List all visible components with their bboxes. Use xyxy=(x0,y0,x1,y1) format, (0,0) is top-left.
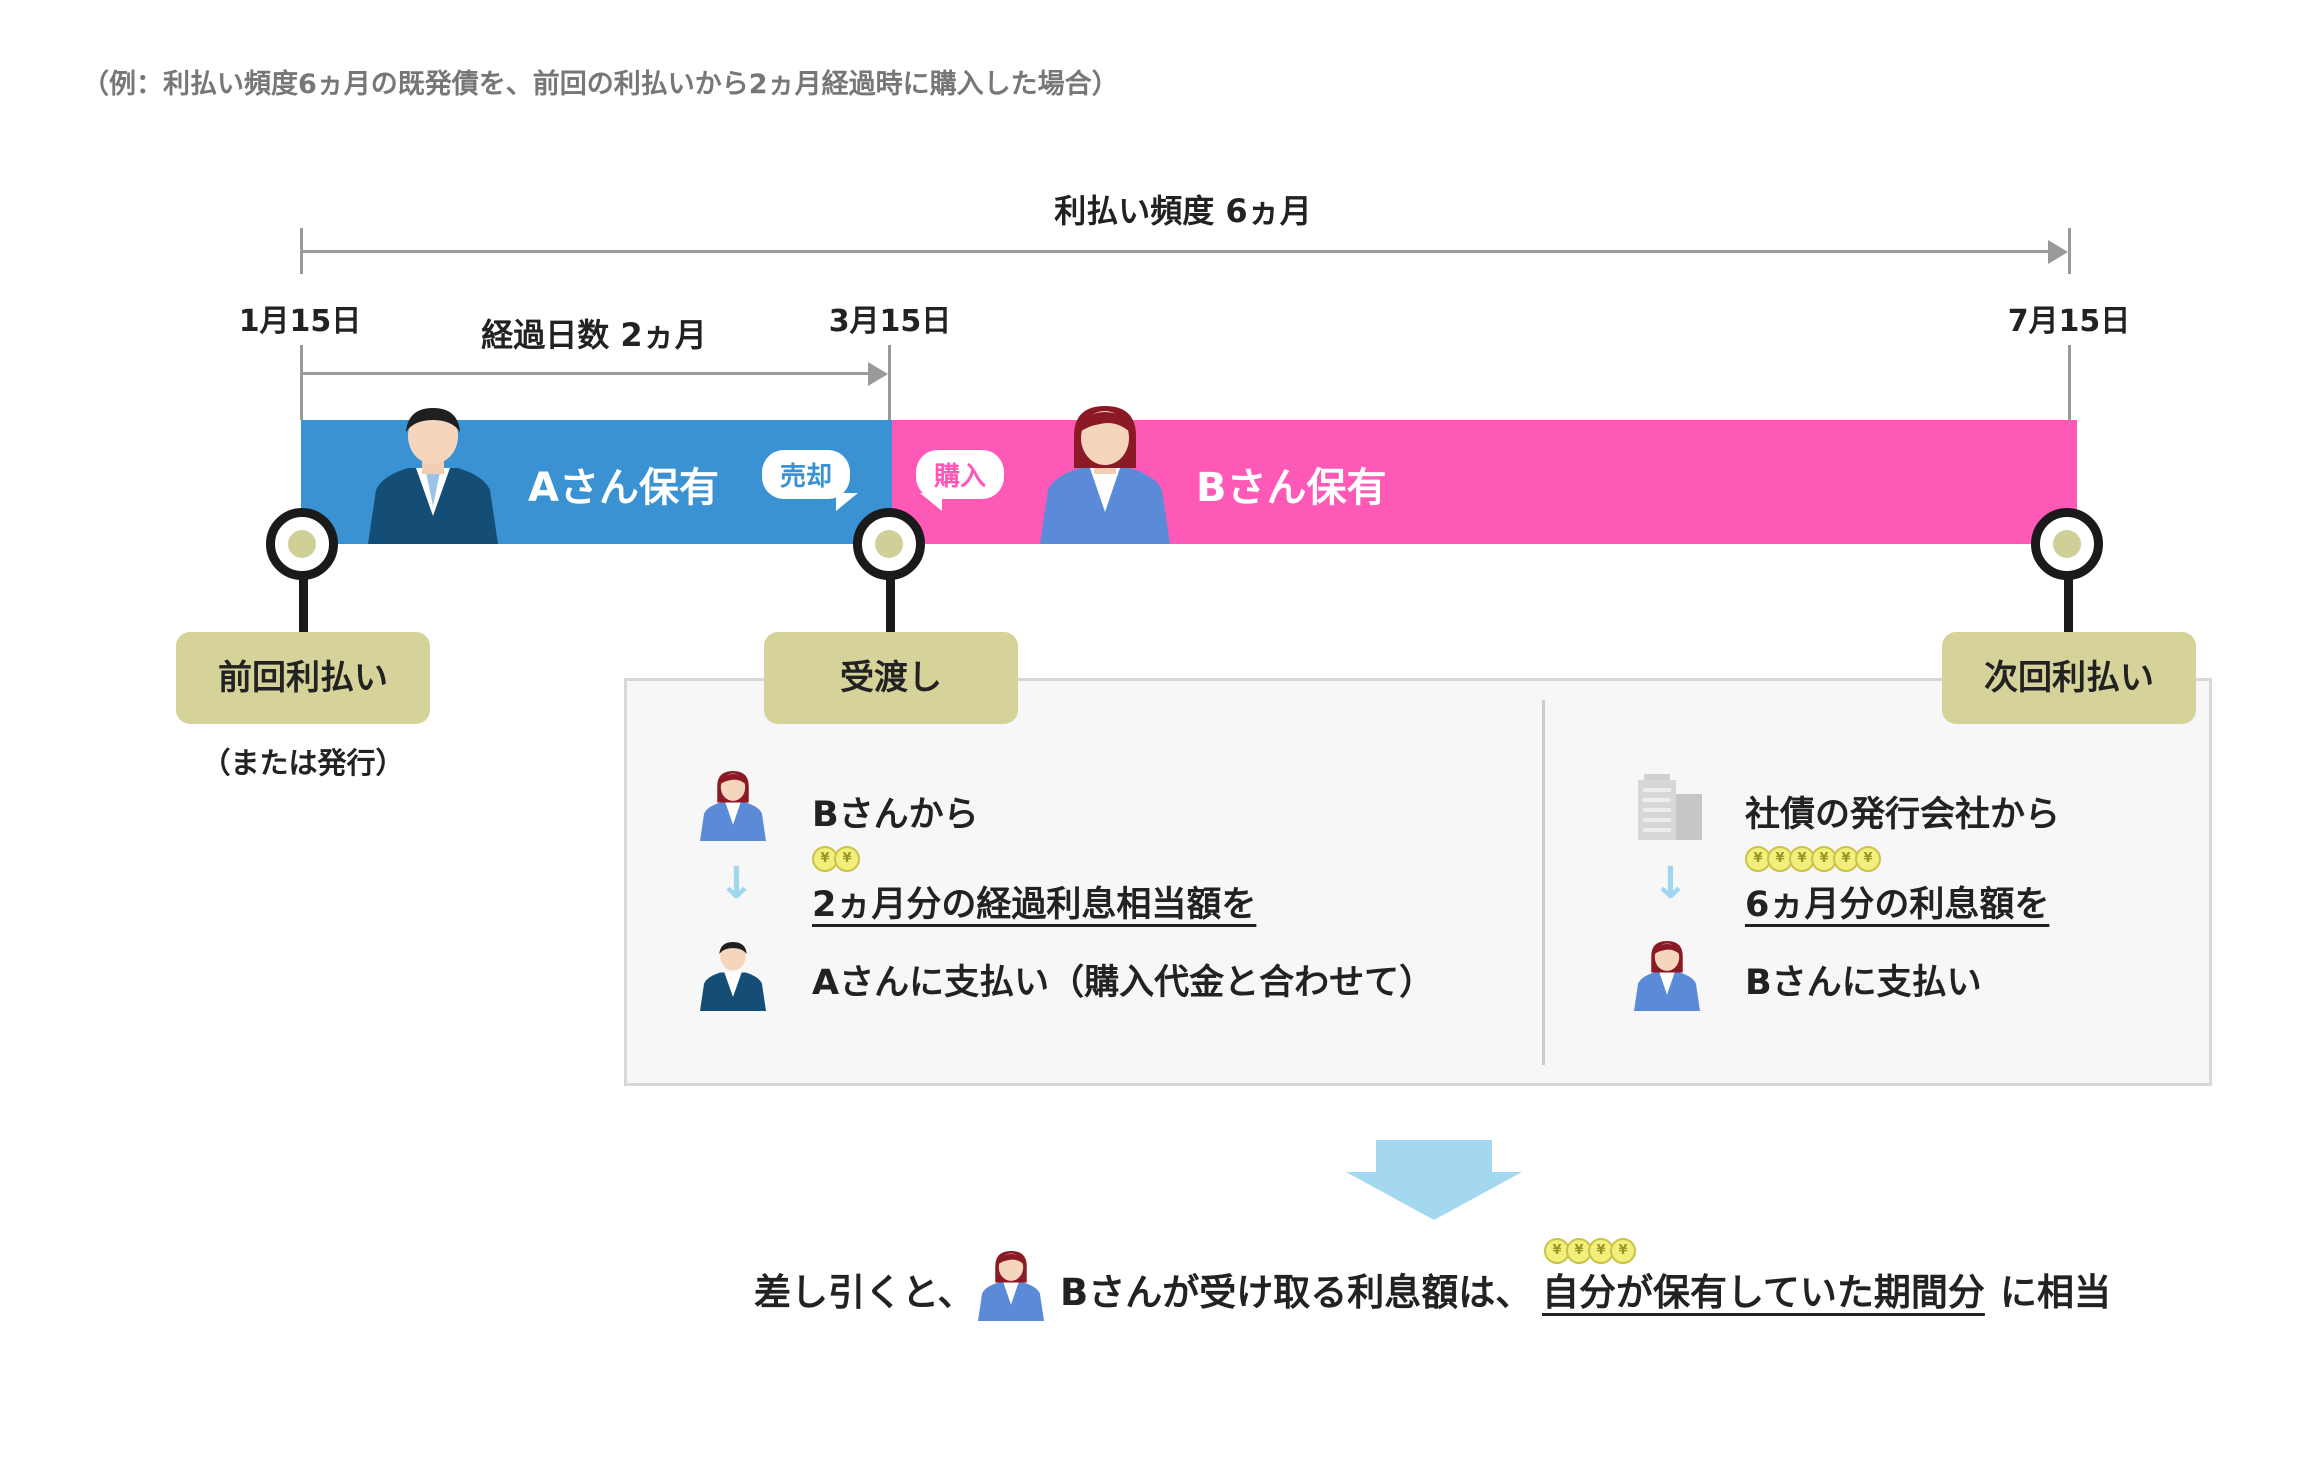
tag-next-payment: 次回利払い xyxy=(1942,632,2196,724)
band-b-label: Bさん保有 xyxy=(1196,465,1387,511)
panel-divider xyxy=(1542,700,1545,1065)
date-label-3: 7月15日 xyxy=(2007,304,2131,339)
coins-left: ¥¥ xyxy=(812,846,860,872)
end-tick-lower xyxy=(2068,345,2071,420)
person-b-icon-small xyxy=(1634,940,1700,1012)
span-end-tick xyxy=(2068,228,2071,274)
conclusion-prefix: 差し引くと、 xyxy=(754,1271,975,1314)
band-a-label: Aさん保有 xyxy=(528,465,719,511)
sub-span-end-tick xyxy=(888,345,891,420)
yen-coin-icon: ¥ xyxy=(812,846,838,872)
tag-prev-note: （または発行） xyxy=(201,746,405,780)
yen-coin-icon: ¥ xyxy=(1745,846,1771,872)
node-stem-1 xyxy=(299,566,308,636)
sub-span-line xyxy=(302,372,870,375)
coins-conclusion: ¥¥¥¥ xyxy=(1544,1238,1636,1264)
result-arrow-icon xyxy=(1346,1140,1522,1220)
tag-transfer: 受渡し xyxy=(764,632,1018,724)
left-amount-text: 2ヵ月分の経過利息相当額を xyxy=(812,885,1257,925)
conclusion-highlight: 自分が保有していた期間分 xyxy=(1542,1271,1985,1314)
coins-right: ¥¥¥¥¥¥ xyxy=(1745,846,1881,872)
person-b-icon-small xyxy=(700,770,766,842)
sub-span-label: 経過日数 2ヵ月 xyxy=(481,316,707,354)
sub-span-arrowhead xyxy=(868,362,888,386)
person-b-icon xyxy=(1040,406,1170,544)
yen-coin-icon: ¥ xyxy=(1833,846,1859,872)
down-arrow-icon: ↓ xyxy=(1652,858,1689,909)
date-label-1: 1月15日 xyxy=(238,304,362,339)
sell-bubble-tail xyxy=(836,493,858,511)
node-stem-3 xyxy=(2064,566,2073,636)
yen-coin-icon: ¥ xyxy=(834,846,860,872)
tag-prev-payment: 前回利払い xyxy=(176,632,430,724)
caption: （例：利払い頻度6ヵ月の既発債を、前回の利払いから2ヵ月経過時に購入した場合） xyxy=(82,69,1119,100)
sell-bubble: 売却 xyxy=(762,450,851,499)
payment-panel xyxy=(624,678,2212,1086)
down-arrow-icon: ↓ xyxy=(718,858,755,909)
company-building-icon xyxy=(1638,774,1702,840)
person-b-icon-conclusion xyxy=(978,1250,1044,1322)
buy-bubble-tail xyxy=(920,493,942,511)
top-span-line xyxy=(302,250,2052,253)
timeline-node-1 xyxy=(266,508,338,580)
sub-span-start-tick xyxy=(300,345,303,420)
right-from-text: 社債の発行会社から xyxy=(1745,795,2061,835)
top-span-arrowhead xyxy=(2048,240,2068,264)
span-start-tick xyxy=(300,228,303,274)
left-to-text: Aさんに支払い（購入代金と合わせて） xyxy=(812,963,1435,1003)
person-a-icon-small xyxy=(700,941,766,1012)
yen-coin-icon: ¥ xyxy=(1610,1238,1636,1264)
right-amount-text: 6ヵ月分の利息額を xyxy=(1745,885,2050,925)
right-to-text: Bさんに支払い xyxy=(1745,963,1982,1003)
yen-coin-icon: ¥ xyxy=(1855,846,1881,872)
node-stem-2 xyxy=(886,566,895,636)
top-span-label: 利払い頻度 6ヵ月 xyxy=(1054,192,1312,230)
conclusion-middle: Bさんが受け取る利息額は、 xyxy=(1060,1271,1533,1314)
timeline-node-3 xyxy=(2031,508,2103,580)
conclusion-suffix: に相当 xyxy=(2000,1271,2111,1314)
timeline-node-2 xyxy=(853,508,925,580)
buy-bubble: 購入 xyxy=(916,450,1005,499)
left-from-text: Bさんから xyxy=(812,795,979,835)
date-label-2: 3月15日 xyxy=(828,304,952,339)
person-a-icon xyxy=(368,408,498,544)
